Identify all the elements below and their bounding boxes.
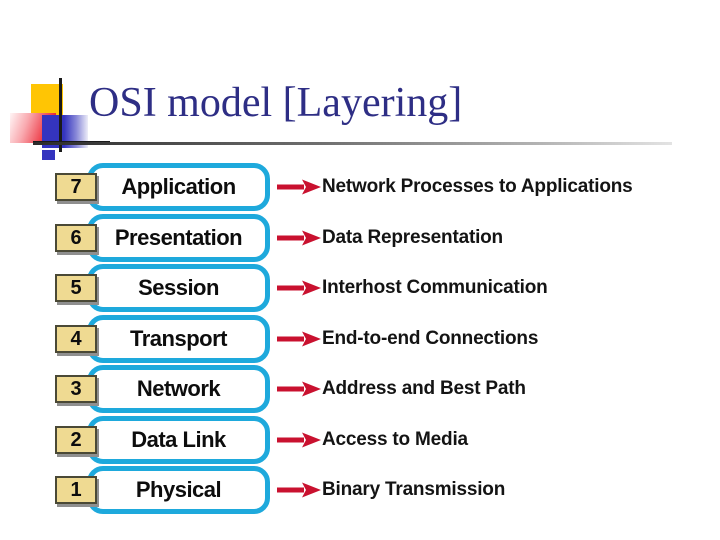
layer-description: Access to Media: [322, 429, 468, 450]
layer-description: Address and Best Path: [322, 378, 526, 399]
layer-description: Binary Transmission: [322, 479, 506, 500]
layer-number-tile: 6: [55, 224, 97, 252]
layer-name: Transport: [130, 326, 227, 351]
layer-description: Interhost Communication: [322, 277, 548, 298]
red-arrow-icon: [277, 230, 321, 246]
layer-name: Physical: [135, 477, 222, 502]
decor-blue-small-square: [42, 150, 55, 160]
red-arrow-icon: [277, 280, 321, 296]
layer-row: 7 Application Network Processes to Applica…: [0, 163, 720, 211]
layer-number-tile: 1: [55, 476, 97, 504]
layer-name: Application: [121, 174, 236, 199]
layer-box: Network: [87, 365, 270, 413]
layer-description: End-to-end Connections: [322, 328, 539, 349]
slide-title: OSI model [Layering]: [89, 80, 463, 126]
layer-box: Data Link: [87, 416, 270, 464]
layer-number: 4: [70, 328, 82, 350]
decor-yellow-square: [31, 84, 63, 116]
layer-number: 1: [70, 479, 82, 501]
layer-row: 2 Data Link Access to Media: [0, 416, 720, 464]
layer-row: 6 Presentation Data Representation: [0, 214, 720, 262]
title-underline-rule: [33, 142, 672, 145]
red-arrow-icon: [277, 432, 321, 448]
red-arrow-icon: [277, 331, 321, 347]
layer-box: Transport: [87, 315, 270, 363]
layer-name: Session: [138, 275, 219, 300]
layer-description: Network Processes to Applications: [322, 176, 633, 197]
layer-row: 5 Session Interhost Communication: [0, 264, 720, 312]
layer-name: Presentation: [114, 225, 243, 250]
layer-row: 4 Transport End-to-end Connections: [0, 315, 720, 363]
layer-number-tile: 3: [55, 375, 97, 403]
layer-name: Data Link: [131, 427, 226, 452]
layer-number: 6: [70, 227, 82, 249]
layer-number-tile: 7: [55, 173, 97, 201]
layer-number-tile: 4: [55, 325, 97, 353]
layer-number: 5: [70, 277, 82, 299]
red-arrow-icon: [277, 381, 321, 397]
layer-box: Application: [87, 163, 270, 211]
osi-stack: 7 Application Network Processes to Applica…: [0, 163, 720, 523]
layer-number: 2: [70, 429, 82, 451]
layer-box: Presentation: [87, 214, 270, 262]
layer-number-tile: 5: [55, 274, 97, 302]
layer-name: Network: [136, 376, 221, 401]
layer-number-tile: 2: [55, 426, 97, 454]
red-arrow-icon: [277, 179, 321, 195]
layer-row: 1 Physical Binary Transmission: [0, 466, 720, 514]
layer-row: 3 Network Address and Best Path: [0, 365, 720, 413]
layer-box: Session: [87, 264, 270, 312]
layer-number: 7: [70, 176, 82, 198]
layer-description: Data Representation: [322, 227, 503, 248]
layer-number: 3: [70, 378, 82, 400]
layer-box: Physical: [87, 466, 270, 514]
red-arrow-icon: [277, 482, 321, 498]
decor-vertical-line: [59, 78, 62, 152]
